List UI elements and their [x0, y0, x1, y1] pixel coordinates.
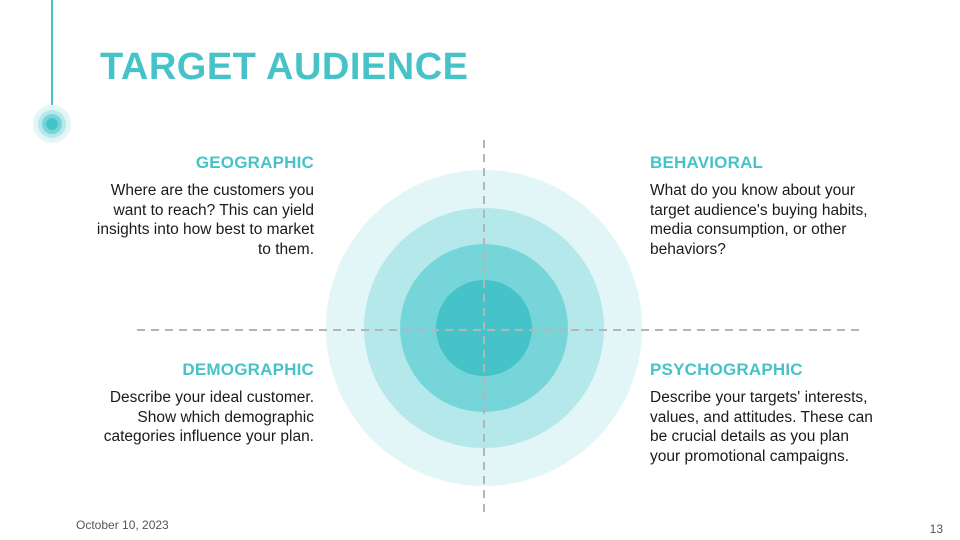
quadrant-heading: DEMOGRAPHIC [182, 360, 314, 379]
page-number: 13 [929, 522, 943, 536]
quadrant-heading: BEHAVIORAL [650, 153, 764, 172]
decorative-vertical-line [51, 0, 53, 105]
quadrant-body: Describe your ideal customer. Show which… [103, 389, 314, 446]
quadrant-demographic: DEMOGRAPHIC Describe your ideal customer… [82, 360, 314, 447]
quadrant-behavioral: BEHAVIORAL What do you know about your t… [650, 153, 882, 260]
quadrant-body: What do you know about your target audie… [650, 182, 868, 259]
quadrant-geographic: GEOGRAPHIC Where are the customers you w… [82, 153, 314, 260]
page-title: TARGET AUDIENCE [100, 46, 469, 88]
footer-date: October 10, 2023 [76, 518, 169, 532]
quadrant-heading: PSYCHOGRAPHIC [650, 360, 803, 379]
quadrant-body: Describe your targets' interests, values… [650, 389, 873, 466]
quadrant-body: Where are the customers you want to reac… [96, 182, 314, 259]
target-icon [33, 105, 71, 143]
quadrant-psychographic: PSYCHOGRAPHIC Describe your targets' int… [650, 360, 882, 467]
quadrant-heading: GEOGRAPHIC [195, 153, 314, 172]
